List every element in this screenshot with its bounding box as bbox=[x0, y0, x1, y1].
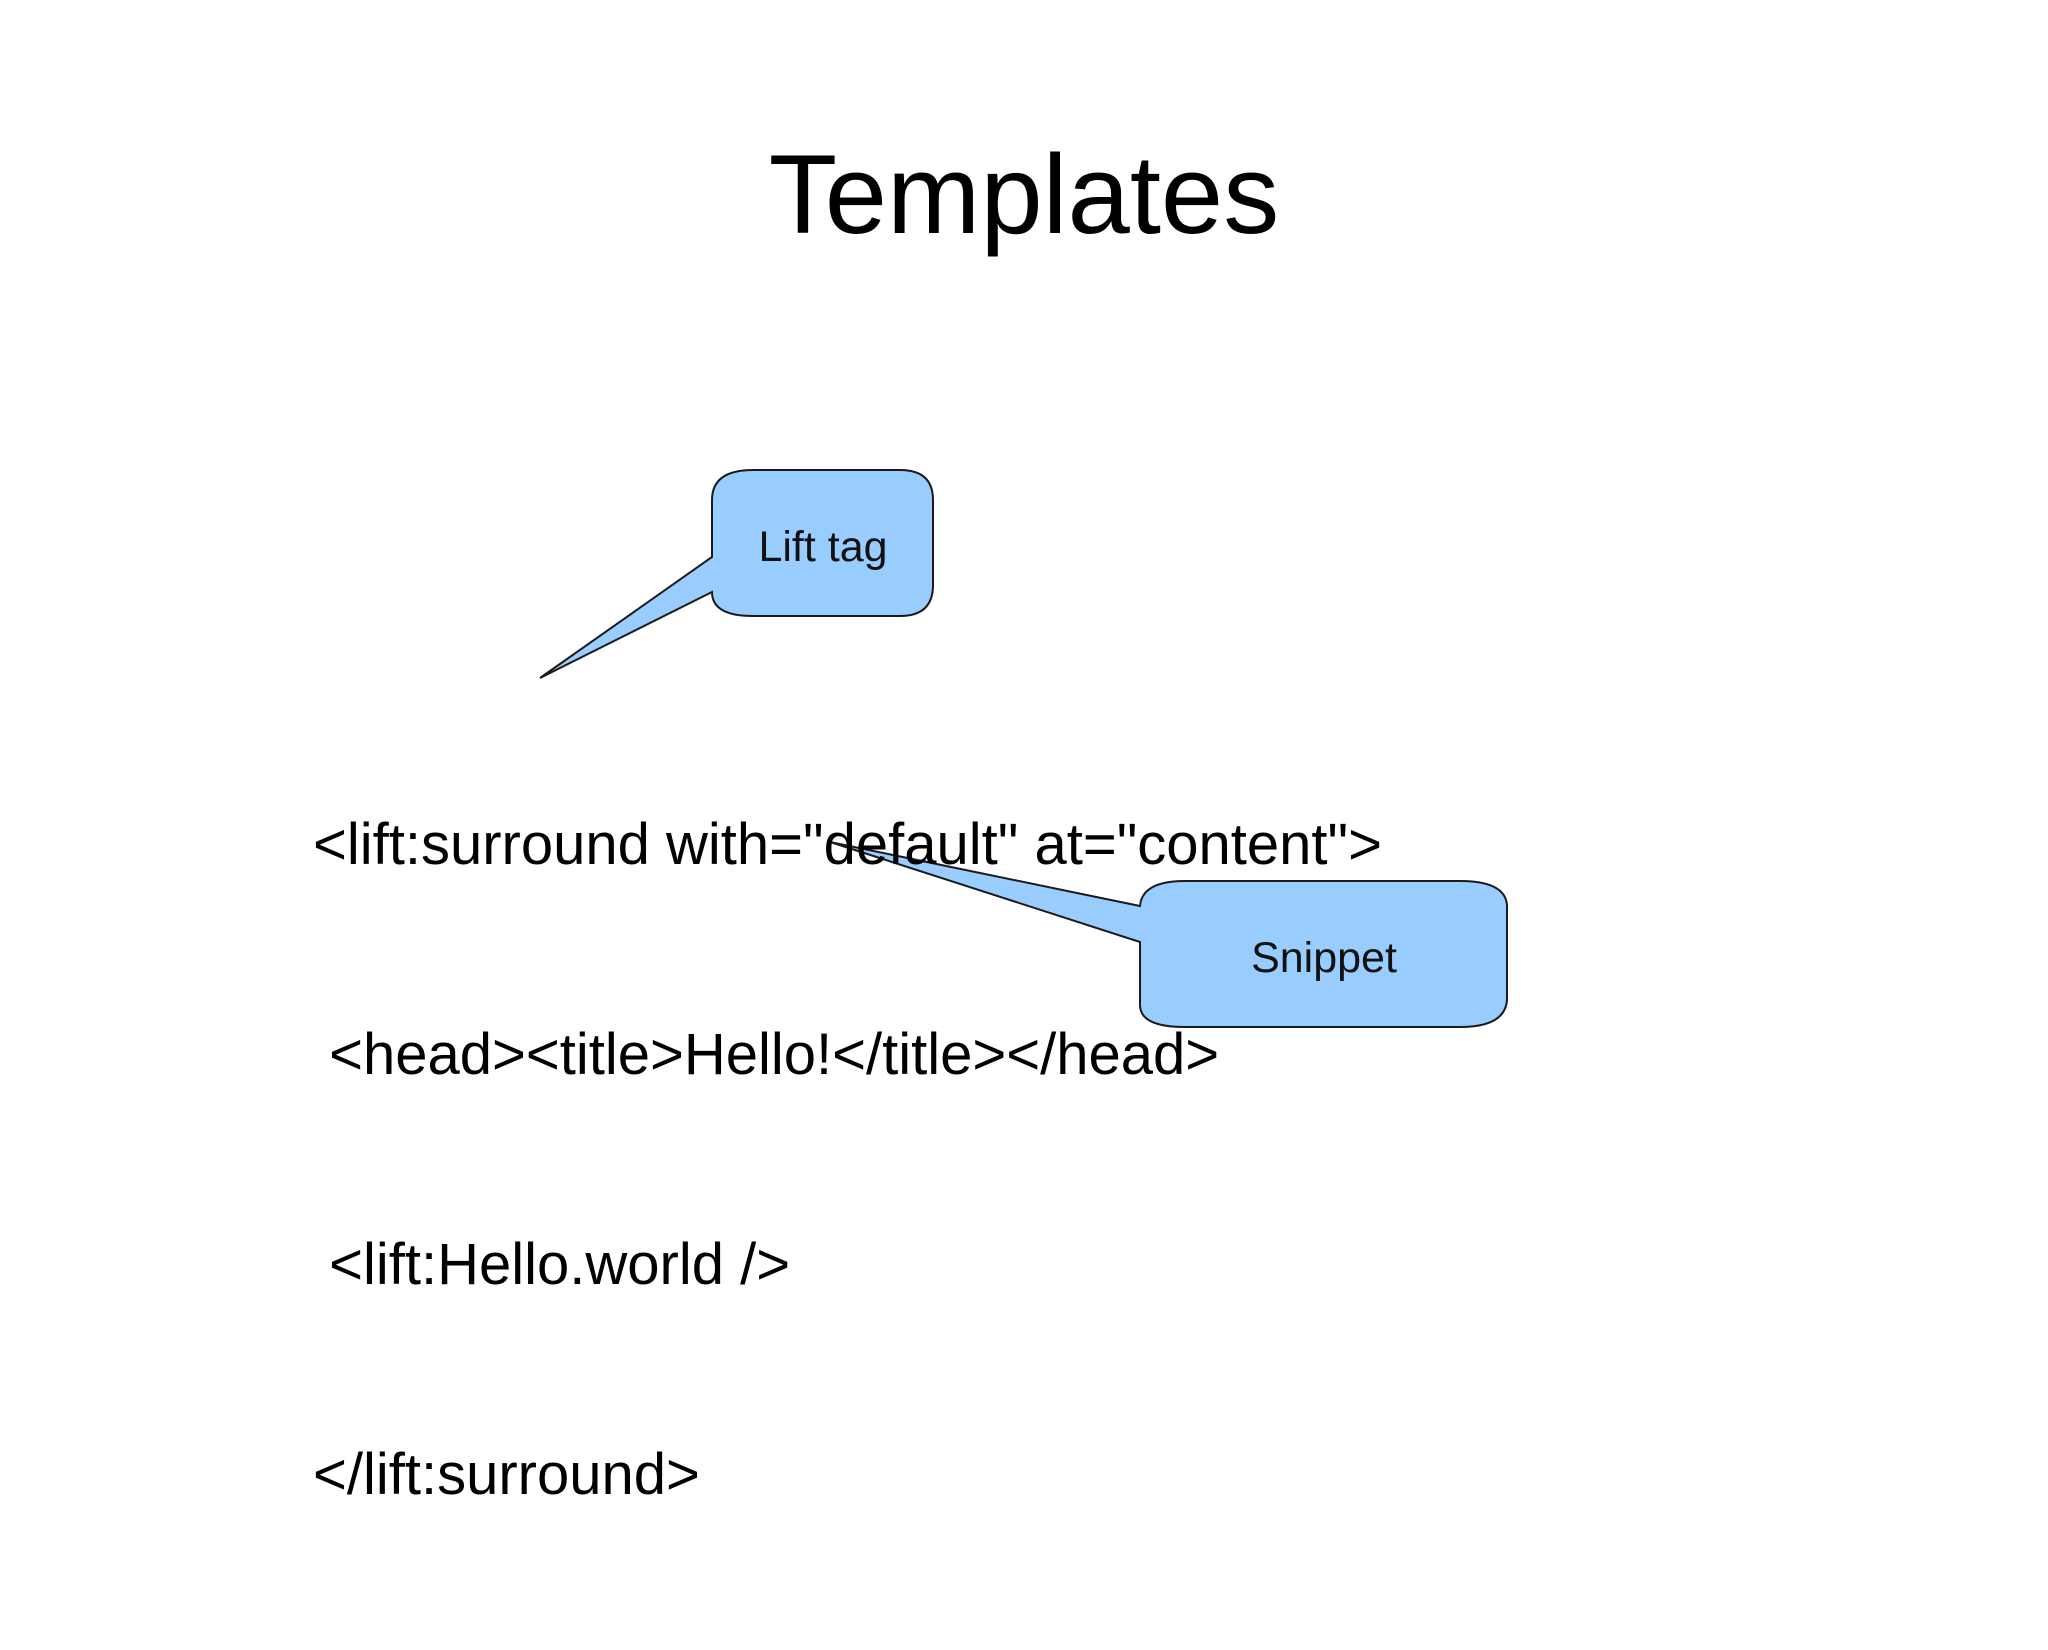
slide: Templates Lift tag Snippet <lift:surroun… bbox=[313, 132, 1508, 1507]
slide-title: Templates bbox=[768, 132, 1280, 257]
code-block: <lift:surround with="default" at="conten… bbox=[313, 670, 1382, 1650]
callout-layer: Lift tag Snippet bbox=[539, 469, 1508, 1028]
code-line-surround-open: <lift:surround with="default" at="conten… bbox=[313, 812, 1383, 877]
snippet-callout-label: Snippet bbox=[1251, 934, 1397, 982]
lift-tag-callout-bubble bbox=[539, 469, 934, 679]
snippet-callout-bubble bbox=[829, 841, 1508, 1028]
code-line-snippet: <lift:Hello.world /> bbox=[313, 1232, 791, 1297]
code-line-head: <head><title>Hello!</title></head> bbox=[313, 1022, 1220, 1087]
lift-tag-callout-label: Lift tag bbox=[758, 523, 887, 571]
code-line-surround-close: </lift:surround> bbox=[313, 1442, 700, 1507]
